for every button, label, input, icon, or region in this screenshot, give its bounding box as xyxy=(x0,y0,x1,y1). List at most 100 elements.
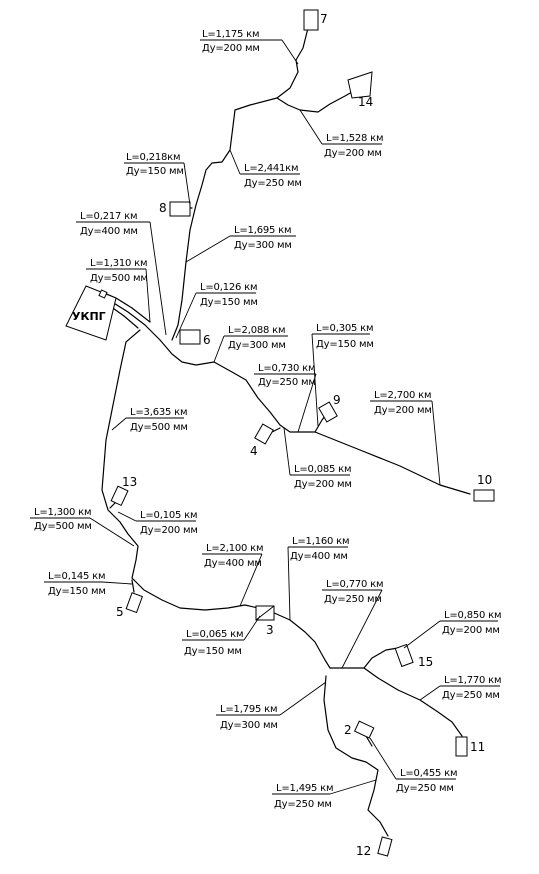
seg-2-length: L=1,528 км xyxy=(326,133,383,144)
seg-5-length: L=0,217 км xyxy=(80,211,137,222)
seg-11-diameter: Ду=250 мм xyxy=(258,377,316,388)
seg-14-diameter: Ду=200 мм xyxy=(294,479,352,490)
callout-seg-8: L=0,126 км Ду=150 мм xyxy=(175,282,258,339)
object-15: 15 xyxy=(394,643,433,669)
callout-seg-10: L=0,305 км Ду=150 мм xyxy=(311,323,374,427)
seg-25-length: L=0,455 км xyxy=(400,768,457,779)
seg-6-length: L=1,695 км xyxy=(234,225,291,236)
object-6-number: 6 xyxy=(203,333,211,347)
seg-22-length: L=0,850 км xyxy=(444,610,501,621)
callout-seg-6: L=1,695 км Ду=300 мм xyxy=(185,225,296,263)
object-10-number: 10 xyxy=(477,473,492,487)
seg-24-diameter: Ду=300 мм xyxy=(220,720,278,731)
seg-20-length: L=0,770 км xyxy=(326,579,383,590)
seg-26-diameter: Ду=250 мм xyxy=(274,799,332,810)
object-4-number: 4 xyxy=(250,444,258,458)
object-12: 12 xyxy=(356,836,393,858)
segment-callouts: L=1,175 км Ду=200 мм L=1,528 км Ду=200 м… xyxy=(30,29,502,810)
seg-5-diameter: Ду=400 мм xyxy=(80,226,138,237)
object-2-number: 2 xyxy=(344,723,352,737)
seg-12-diameter: Ду=200 мм xyxy=(374,405,432,416)
object-8-number: 8 xyxy=(159,201,167,215)
object-7-shape xyxy=(303,9,319,31)
callout-seg-21: L=0,065 км Ду=150 мм xyxy=(182,615,261,657)
object-11: 11 xyxy=(455,736,485,757)
seg-15-length: L=1,300 км xyxy=(34,507,91,518)
seg-16-length: L=0,105 км xyxy=(140,510,197,521)
object-14: 14 xyxy=(347,71,373,109)
object-11-shape xyxy=(455,736,468,757)
callout-seg-26: L=1,495 км Ду=250 мм xyxy=(272,779,377,810)
seg-8-diameter: Ду=150 мм xyxy=(200,297,258,308)
ukpg-inlet xyxy=(98,289,108,299)
object-3: 3 xyxy=(255,605,275,637)
seg-1-diameter: Ду=200 мм xyxy=(202,43,260,54)
ukpg-label: УКПГ xyxy=(72,310,106,323)
object-7-number: 7 xyxy=(320,12,328,26)
object-5-shape xyxy=(125,592,144,614)
callout-seg-20: L=0,770 км Ду=250 мм xyxy=(322,579,384,669)
seg-3-length: L=0,218км xyxy=(126,152,180,163)
object-3-number: 3 xyxy=(266,623,274,637)
callout-seg-25: L=0,455 км Ду=250 мм xyxy=(369,737,458,794)
seg-23-diameter: Ду=250 мм xyxy=(442,690,500,701)
seg-19-diameter: Ду=150 мм xyxy=(48,586,106,597)
callout-seg-5: L=0,217 км Ду=400 мм xyxy=(76,211,167,336)
object-2-shape xyxy=(353,720,375,739)
seg-18-diameter: Ду=400 мм xyxy=(290,551,348,562)
seg-20-diameter: Ду=250 мм xyxy=(324,594,382,605)
seg-21-length: L=0,065 км xyxy=(186,629,243,640)
callout-seg-23: L=1,770 км Ду=250 мм xyxy=(419,675,502,701)
object-8: 8 xyxy=(159,201,191,217)
seg-14-length: L=0,085 км xyxy=(294,464,351,475)
seg-7-diameter: Ду=500 мм xyxy=(90,273,148,284)
callout-seg-19: L=0,145 км Ду=150 мм xyxy=(44,571,133,597)
seg-1-length: L=1,175 км xyxy=(202,29,259,40)
pipe-to-4 xyxy=(271,427,281,433)
callout-seg-17: L=2,100 км Ду=400 мм xyxy=(202,543,264,607)
object-10-shape xyxy=(473,489,495,502)
pipe-to-14 xyxy=(276,91,353,113)
seg-4-length: L=2,441км xyxy=(244,163,298,174)
object-7: 7 xyxy=(303,9,328,31)
callout-seg-9: L=2,088 км Ду=300 мм xyxy=(213,325,288,363)
seg-13-diameter: Ду=500 мм xyxy=(130,422,188,433)
callout-seg-2: L=1,528 км Ду=200 мм xyxy=(299,109,384,159)
object-4: 4 xyxy=(250,423,274,458)
callout-seg-14: L=0,085 км Ду=200 мм xyxy=(283,427,352,490)
object-6: 6 xyxy=(179,329,211,347)
seg-18-length: L=1,160 км xyxy=(292,536,349,547)
seg-10-diameter: Ду=150 мм xyxy=(316,339,374,350)
object-8-shape xyxy=(169,201,191,217)
seg-8-length: L=0,126 км xyxy=(200,282,257,293)
callout-seg-12: L=2,700 км Ду=200 мм xyxy=(370,390,441,486)
seg-2-diameter: Ду=200 мм xyxy=(324,148,382,159)
object-5-number: 5 xyxy=(116,605,124,619)
object-13: 13 xyxy=(110,475,137,507)
seg-17-diameter: Ду=400 мм xyxy=(204,558,262,569)
object-2: 2 xyxy=(344,720,375,739)
pipe-ukpg-a xyxy=(99,294,215,366)
seg-6-diameter: Ду=300 мм xyxy=(234,240,292,251)
seg-12-length: L=2,700 км xyxy=(374,390,431,401)
seg-7-length: L=1,310 км xyxy=(90,258,147,269)
pipe-west-trunk xyxy=(101,329,331,669)
object-9: 9 xyxy=(318,393,341,423)
callout-seg-13: L=3,635 км Ду=500 мм xyxy=(111,407,188,433)
object-12-number: 12 xyxy=(356,844,371,858)
seg-25-diameter: Ду=250 мм xyxy=(396,783,454,794)
seg-11-length: L=0,730 км xyxy=(258,363,315,374)
objects: УКПГ 7 14 8 6 9 4 10 xyxy=(65,9,495,858)
object-15-number: 15 xyxy=(418,655,433,669)
object-9-number: 9 xyxy=(333,393,341,407)
seg-9-diameter: Ду=300 мм xyxy=(228,340,286,351)
object-9-shape xyxy=(318,401,338,423)
seg-10-length: L=0,305 км xyxy=(316,323,373,334)
pipe-hub-east xyxy=(329,667,463,737)
callout-seg-11: L=0,730 км Ду=250 мм xyxy=(254,363,317,433)
seg-21-diameter: Ду=150 мм xyxy=(184,646,242,657)
callout-seg-24: L=1,795 км Ду=300 мм xyxy=(216,681,327,731)
object-13-number: 13 xyxy=(122,475,137,489)
seg-3-diameter: Ду=150 мм xyxy=(126,166,184,177)
object-11-number: 11 xyxy=(470,740,485,754)
